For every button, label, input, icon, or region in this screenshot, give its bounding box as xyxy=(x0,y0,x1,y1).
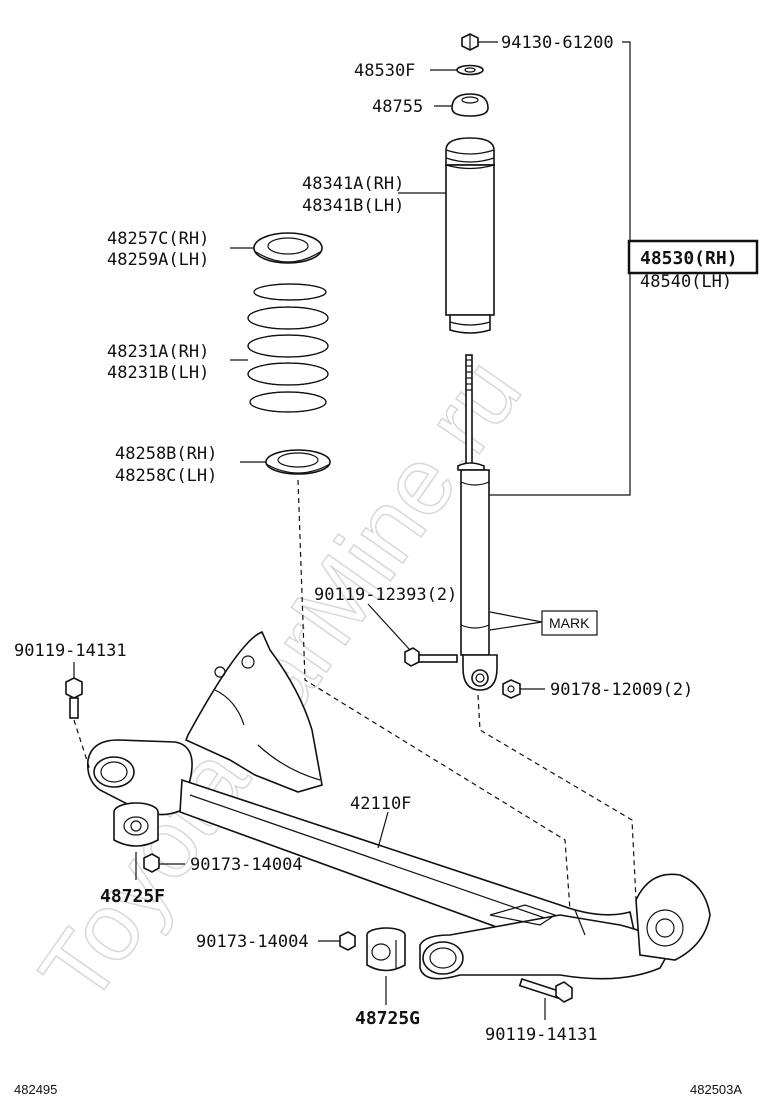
label-bushing-right[interactable]: 48725G xyxy=(355,1008,420,1029)
washer-48530f[interactable] xyxy=(456,64,484,76)
right-bolt-90119-14131[interactable] xyxy=(518,977,573,1003)
absorber-bolt-90119-12393[interactable] xyxy=(404,647,458,667)
corner-code-left: 482495 xyxy=(14,1082,57,1097)
absorber-nut-90178-12009[interactable] xyxy=(502,679,521,699)
label-upper-seat-rh[interactable]: 48257C(RH) xyxy=(107,229,209,249)
label-lower-seat-lh[interactable]: 48258C(LH) xyxy=(115,466,217,486)
label-bolt-left[interactable]: 90119-14131 xyxy=(14,641,127,661)
label-absorber-lh[interactable]: 48540(LH) xyxy=(640,272,732,292)
label-bumper-lh[interactable]: 48341B(LH) xyxy=(302,196,404,216)
leader-42110f xyxy=(377,811,389,849)
bushing-48725f[interactable] xyxy=(113,802,159,847)
label-bolt-right[interactable]: 90119-14131 xyxy=(485,1025,598,1045)
corner-code-right: 482503A xyxy=(690,1082,742,1097)
shock-absorber-48530[interactable] xyxy=(457,354,498,691)
label-nut-bushing-right[interactable]: 90173-14004 xyxy=(196,932,309,952)
bump-stopper-48341[interactable] xyxy=(445,137,495,334)
top-nut-94130[interactable] xyxy=(461,33,479,51)
upper-spring-seat-48257c[interactable] xyxy=(253,232,323,264)
label-washer-top[interactable]: 48530F xyxy=(354,61,415,81)
label-bumper-rh[interactable]: 48341A(RH) xyxy=(302,174,404,194)
label-nut-absorber[interactable]: 90178-12009(2) xyxy=(550,680,693,700)
label-upper-seat-lh[interactable]: 48259A(LH) xyxy=(107,250,209,270)
highlight-box-48530[interactable] xyxy=(627,239,759,275)
mark-box xyxy=(541,610,598,636)
cushion-48755[interactable] xyxy=(451,93,489,117)
label-beam[interactable]: 42110F xyxy=(350,794,411,814)
label-nut-top[interactable]: 94130-61200 xyxy=(501,33,614,53)
coil-spring-48231[interactable] xyxy=(247,283,329,413)
rear-axle-beam-42110f[interactable] xyxy=(86,630,711,980)
bushing-nut-left-90173-14004[interactable] xyxy=(143,853,160,873)
label-bolt-absorber[interactable]: 90119-12393(2) xyxy=(314,585,457,605)
left-bolt-90119-14131[interactable] xyxy=(65,677,83,719)
lower-spring-seat-48258b[interactable] xyxy=(265,449,331,475)
mark-label: MARK xyxy=(549,615,590,631)
label-spring-rh[interactable]: 48231A(RH) xyxy=(107,342,209,362)
label-nut-bushing-left[interactable]: 90173-14004 xyxy=(190,855,303,875)
assembly-line-spring xyxy=(297,479,571,911)
bushing-48725g[interactable] xyxy=(366,927,406,972)
label-cushion[interactable]: 48755 xyxy=(372,97,423,117)
label-spring-lh[interactable]: 48231B(LH) xyxy=(107,363,209,383)
label-bushing-left[interactable]: 48725F xyxy=(100,886,165,907)
bushing-nut-right-90173-14004[interactable] xyxy=(339,931,356,951)
label-lower-seat-rh[interactable]: 48258B(RH) xyxy=(115,444,217,464)
leader-mark xyxy=(489,611,543,631)
leader-90119-12393 xyxy=(367,603,411,651)
label-absorber-rh[interactable]: 48530(RH) xyxy=(640,248,738,269)
assembly-line-absorber xyxy=(477,694,637,901)
